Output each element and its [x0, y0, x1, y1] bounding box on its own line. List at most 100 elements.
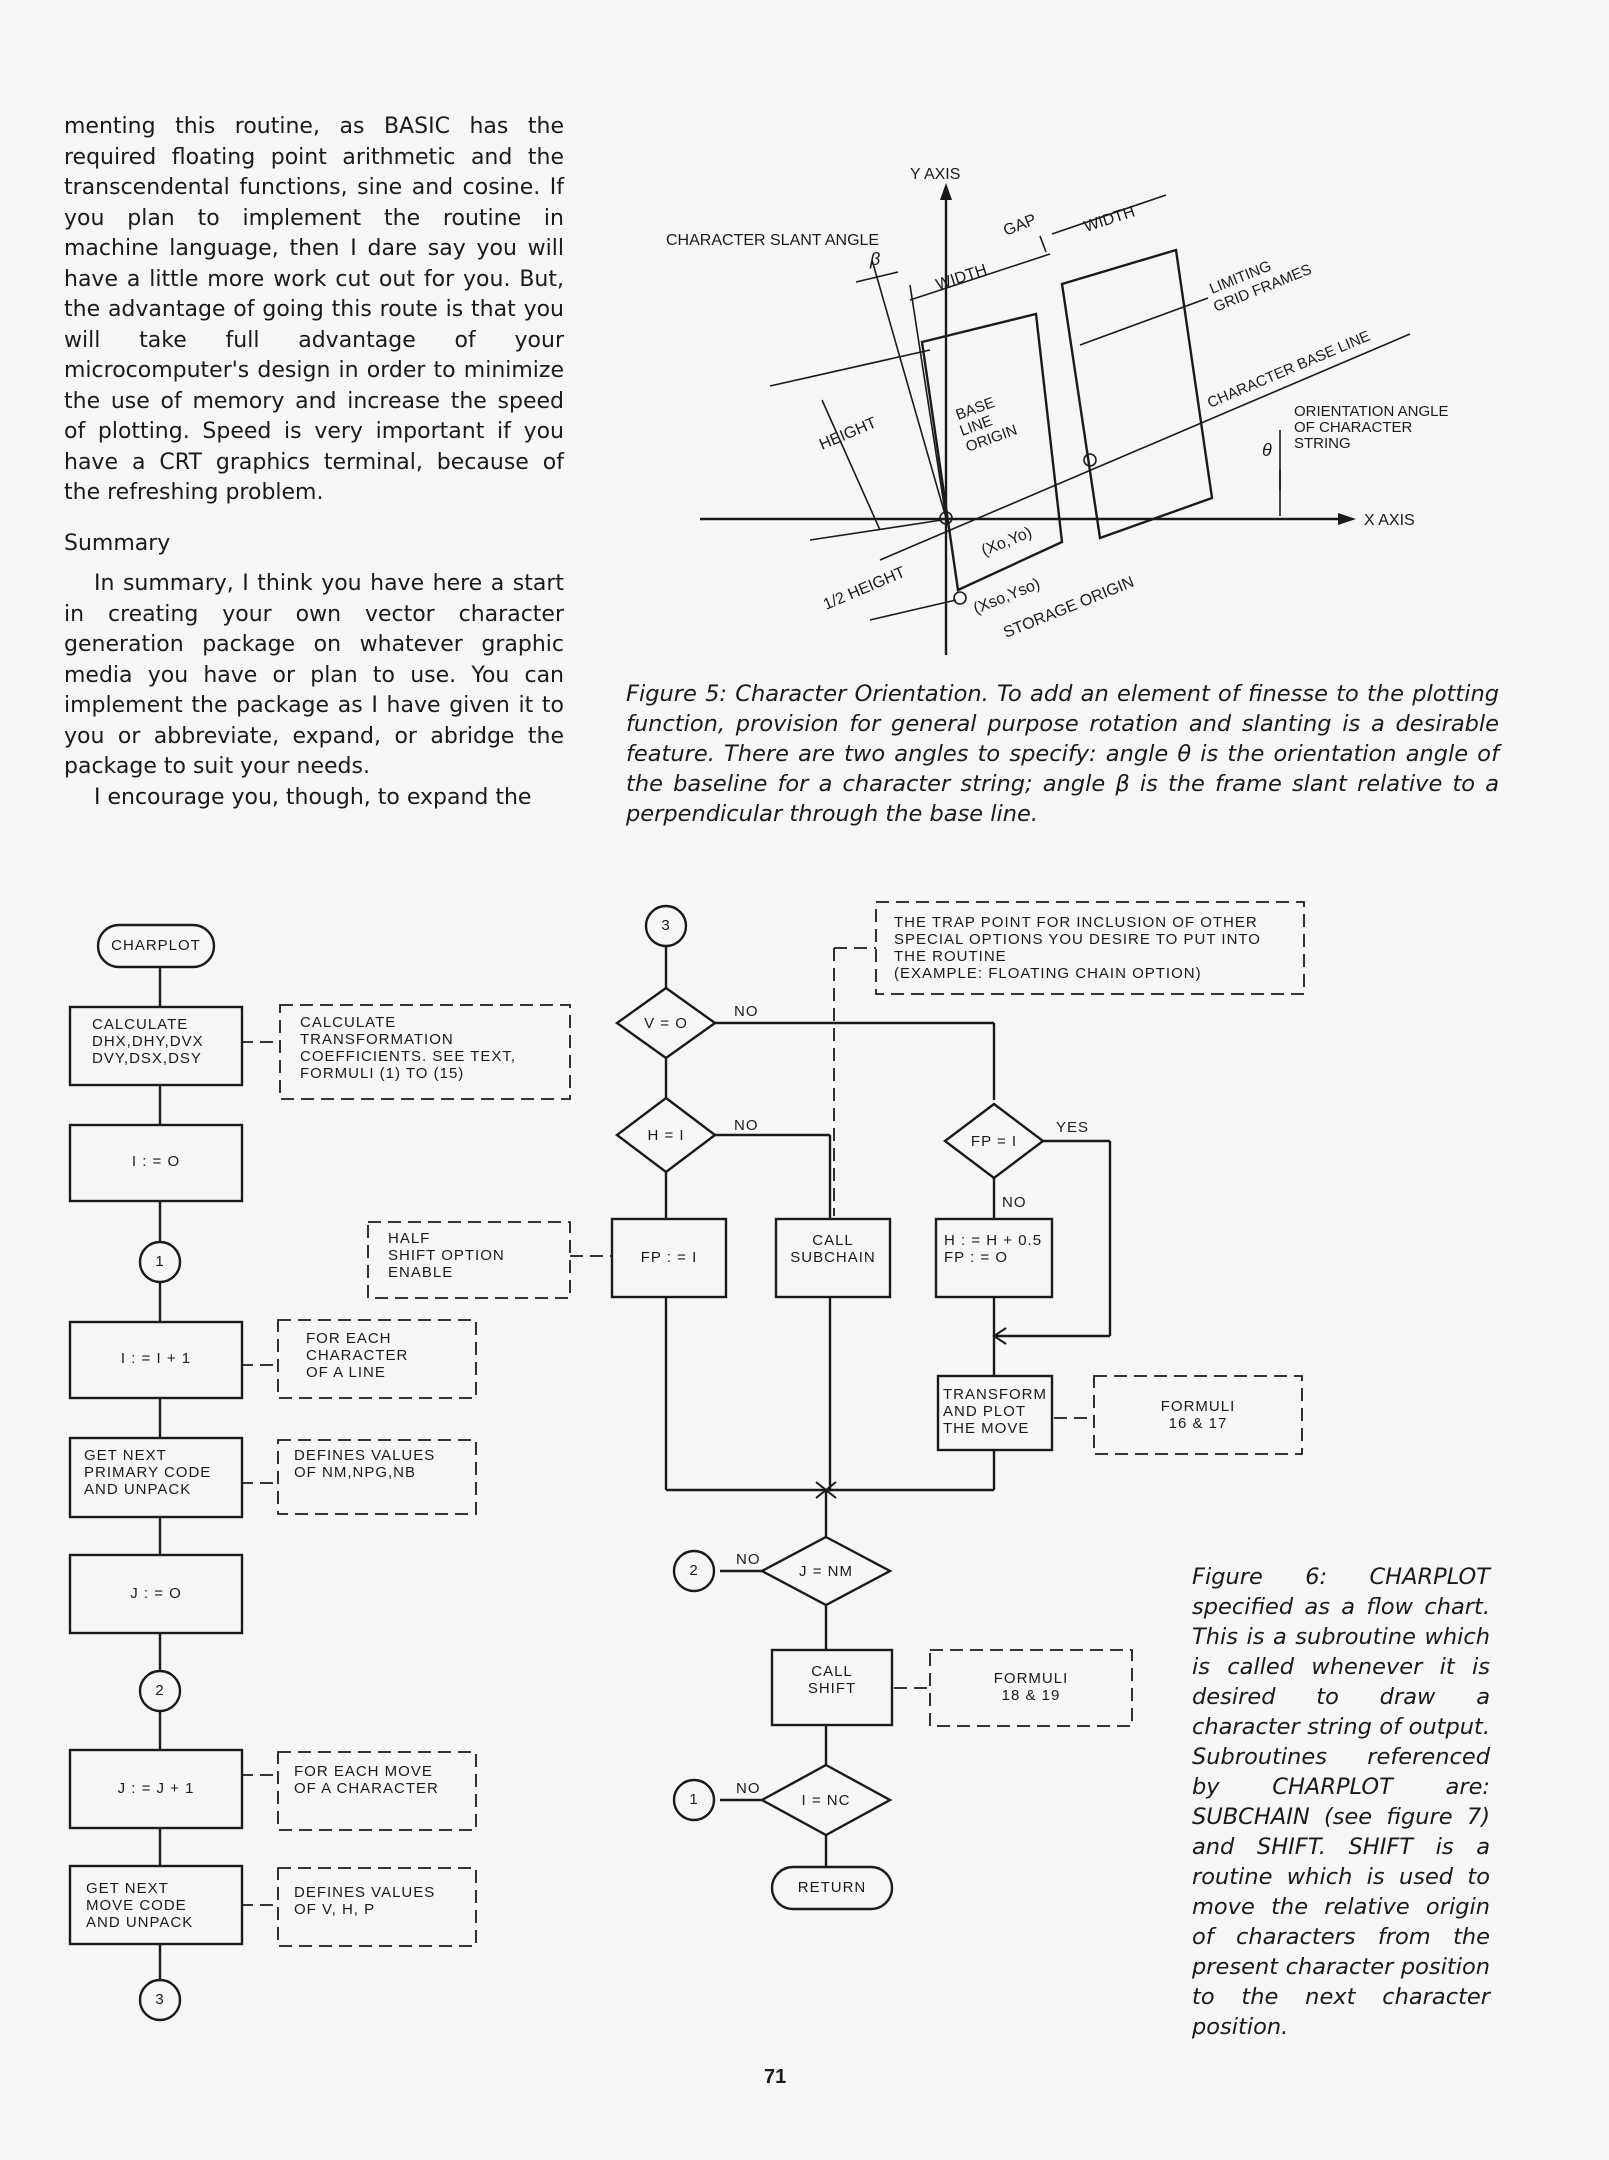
theta-label: θ: [1262, 440, 1272, 460]
width-dim-1: [909, 253, 1051, 301]
trap-note-text: THE TRAP POINT FOR INCLUSION OF OTHER SP…: [894, 914, 1261, 982]
box-line: THE MOVE: [943, 1420, 1030, 1437]
character-base-line: [879, 333, 1411, 561]
box-line: GET NEXT: [86, 1880, 169, 1897]
storage-origin-point: [953, 591, 967, 605]
note-line: FOR EACH MOVE: [294, 1763, 433, 1780]
no-label-1: NO: [734, 1003, 759, 1020]
note-line: OF A LINE: [306, 1364, 386, 1381]
slant-angle-dim: [855, 271, 899, 283]
y-axis-label: Y AXIS: [910, 166, 960, 183]
fp-set-box-text: FP : = I: [640, 1249, 698, 1266]
connector-1-label: 1: [155, 1253, 165, 1270]
note-line: THE TRAP POINT FOR INCLUSION OF OTHER: [894, 914, 1258, 931]
page-number: 71: [764, 2066, 787, 2088]
note-line: FORMULI: [993, 1670, 1069, 1687]
limiting-pointer: [1079, 297, 1209, 346]
box-line: H : = H + 0.5: [944, 1232, 1043, 1249]
figure-5-caption: Figure 5: Character Orientation. To add …: [626, 681, 1499, 827]
note-line: SHIFT OPTION: [388, 1247, 505, 1264]
h-fp-box-text: H : = H + 0.5 FP : = O: [944, 1232, 1042, 1266]
note-line: FORMULI: [1160, 1398, 1236, 1415]
box-line: CALCULATE: [92, 1016, 189, 1033]
yes-label: YES: [1056, 1119, 1090, 1136]
box-line: CALL: [812, 1232, 854, 1249]
h-one-decision: H = I: [647, 1127, 685, 1144]
frame-2-origin-point: [1083, 453, 1097, 467]
box-line: PRIMARY CODE: [84, 1464, 212, 1481]
box-line: MOVE CODE: [86, 1897, 187, 1914]
base-line-origin-point: [939, 511, 953, 525]
calc-note-text: CALCULATE TRANSFORMATION COEFFICIENTS. S…: [300, 1014, 516, 1082]
get-primary-box-text: GET NEXT PRIMARY CODE AND UNPACK: [84, 1447, 211, 1498]
box-line: GET NEXT: [84, 1447, 167, 1464]
box-line: CALL: [811, 1663, 853, 1680]
note-line: FOR EACH: [306, 1330, 392, 1347]
j-increment-box-text: J : = J + 1: [117, 1780, 195, 1797]
body-text-column: menting this routine, as BASIC has the r…: [64, 112, 564, 813]
i-nc-decision: I = NC: [801, 1792, 851, 1809]
half-shift-note-text: HALF SHIFT OPTION ENABLE: [388, 1230, 505, 1281]
note-line: 16 & 17: [1168, 1415, 1228, 1432]
orientation-label-3: STRING: [1294, 435, 1351, 452]
section-heading: Summary: [64, 530, 171, 556]
j-nm-decision: J = NM: [799, 1563, 853, 1580]
note-line: DEFINES VALUES: [294, 1447, 436, 1464]
note-line: OF NM,NPG,NB: [294, 1464, 417, 1481]
connector-2b-label: 2: [689, 1562, 699, 1579]
paragraph: I encourage you, though, to expand the: [94, 784, 532, 810]
note-line: OF A CHARACTER: [294, 1780, 439, 1797]
orientation-label-1: ORIENTATION ANGLE: [1294, 403, 1448, 420]
i-zero-box-text: I : = O: [131, 1153, 181, 1170]
box-line: AND UNPACK: [84, 1481, 192, 1498]
note-line: OF V, H, P: [294, 1901, 376, 1918]
note-line: CALCULATE: [300, 1014, 397, 1031]
call-subchain-box-text: CALL SUBCHAIN: [776, 1232, 890, 1266]
get-move-note-text: DEFINES VALUES OF V, H, P: [294, 1884, 435, 1918]
box-line: SUBCHAIN: [790, 1249, 876, 1266]
j-increment-note-text: FOR EACH MOVE OF A CHARACTER: [294, 1763, 439, 1797]
orientation-label-2: OF CHARACTER: [1294, 419, 1413, 436]
height-extension: [769, 349, 931, 387]
v-zero-decision: V = O: [644, 1015, 688, 1032]
get-primary-note-text: DEFINES VALUES OF NM,NPG,NB: [294, 1447, 435, 1481]
calc-box-text: CALCULATE DHX,DHY,DVX DVY,DSX,DSY: [92, 1016, 204, 1067]
note-line: 18 & 19: [1001, 1687, 1061, 1704]
box-line: AND UNPACK: [86, 1914, 194, 1931]
figure-5-diagram: Y AXIS X AXIS CHARACTER SLANT ANGLE β θ …: [666, 166, 1448, 655]
box-line: SHIFT: [807, 1680, 857, 1697]
formuli-18-19-note-text: FORMULI 18 & 19: [930, 1670, 1132, 1704]
note-line: TRANSFORMATION: [300, 1031, 454, 1048]
grid-frame-2: [1060, 248, 1214, 540]
start-terminal-label: CHARPLOT: [111, 937, 201, 954]
note-line: SPECIAL OPTIONS YOU DESIRE TO PUT INTO: [894, 931, 1261, 948]
box-line: DHX,DHY,DVX: [92, 1033, 204, 1050]
gap-tick: [1039, 235, 1047, 253]
note-line: FORMULI (1) TO (15): [300, 1065, 465, 1082]
call-shift-box-text: CALL SHIFT: [772, 1663, 892, 1697]
note-line: (EXAMPLE: FLOATING CHAIN OPTION): [894, 965, 1202, 982]
transform-box-text: TRANSFORM AND PLOT THE MOVE: [943, 1386, 1047, 1437]
connector-2-label: 2: [155, 1682, 165, 1699]
paragraph: menting this routine, as BASIC has the r…: [64, 114, 564, 505]
x-axis-label: X AXIS: [1364, 512, 1415, 529]
note-line: ENABLE: [388, 1264, 454, 1281]
half-height-extension: [809, 519, 943, 541]
x-axis-arrow: [1338, 513, 1356, 525]
paragraph: In summary, I think you have here a star…: [64, 571, 564, 779]
note-line: THE ROUTINE: [894, 948, 1007, 965]
box-line: TRANSFORM: [943, 1386, 1047, 1403]
slant-guide-line: [871, 259, 947, 519]
beta-label: β: [869, 249, 880, 269]
no-label-2: NO: [734, 1117, 759, 1134]
height-dimension-line: [821, 399, 881, 531]
i-increment-note-text: FOR EACH CHARACTER OF A LINE: [306, 1330, 408, 1381]
no-label-5: NO: [736, 1780, 761, 1797]
get-move-box-text: GET NEXT MOVE CODE AND UNPACK: [86, 1880, 193, 1931]
j-zero-box-text: J : = O: [130, 1585, 182, 1602]
slant-angle-label: CHARACTER SLANT ANGLE: [666, 232, 879, 249]
half-height-extension-2: [869, 599, 957, 621]
connector-1b-label: 1: [689, 1791, 699, 1808]
connector-3-label: 3: [155, 1991, 165, 2008]
